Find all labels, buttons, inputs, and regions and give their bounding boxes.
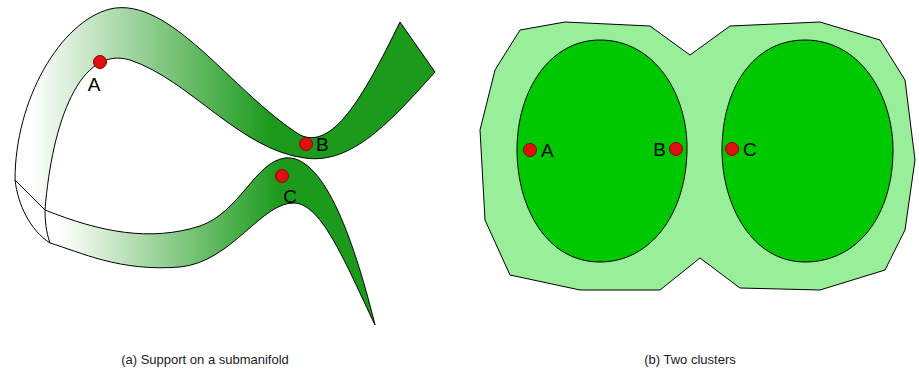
cluster-region — [517, 40, 687, 262]
point-label: C — [283, 187, 297, 206]
point-marker — [300, 138, 313, 151]
subfigure-caption: (a) Support on a submanifold — [121, 353, 289, 366]
subfigure-caption: (b) Two clusters — [644, 353, 736, 366]
point-marker — [94, 56, 107, 69]
upper-ribbon — [15, 8, 435, 210]
point-marker — [276, 170, 289, 183]
ribbon-twist-edge — [15, 180, 50, 243]
point-marker — [726, 143, 739, 156]
point-label: A — [541, 141, 554, 160]
point-label: B — [653, 140, 666, 159]
lower-ribbon — [45, 158, 375, 325]
point-marker — [670, 143, 683, 156]
point-label: C — [743, 140, 757, 159]
point-label: A — [88, 75, 101, 94]
cluster-region — [722, 40, 893, 262]
outer-region — [480, 22, 915, 290]
point-marker — [524, 144, 537, 157]
point-label: B — [316, 135, 329, 154]
